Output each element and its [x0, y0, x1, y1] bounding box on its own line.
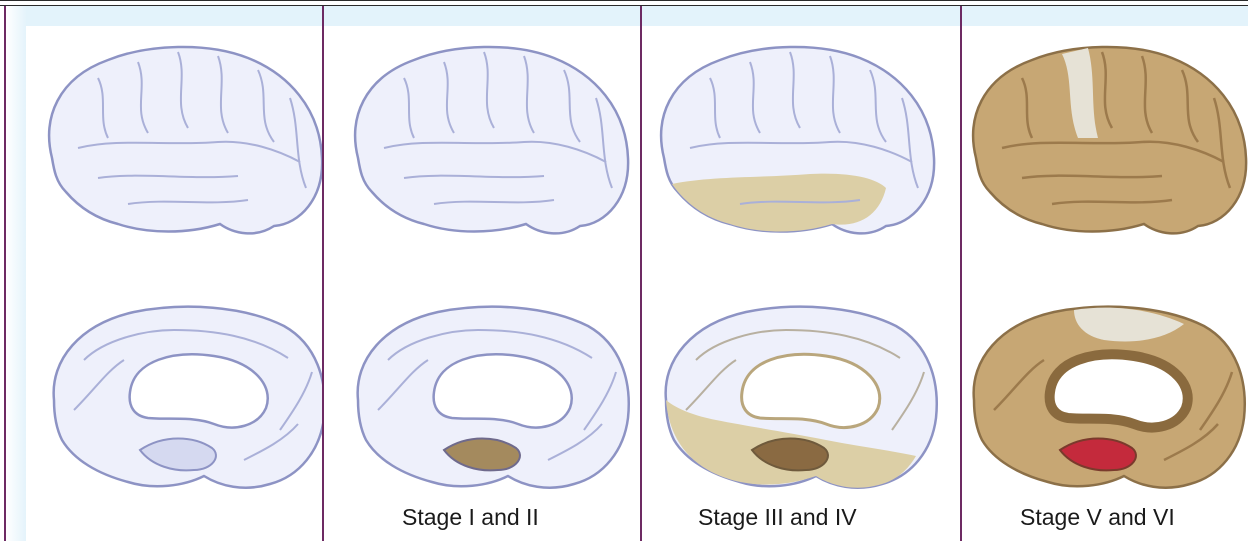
lateral-brain-stage-5-6: [962, 38, 1248, 238]
medial-brain-stage-3-4: [656, 300, 940, 496]
stage-label: Stage III and IV: [698, 504, 857, 531]
medial-brain-control: [44, 300, 322, 496]
panel-stage-5-6: Stage V and VI: [962, 6, 1248, 541]
panel-control: [26, 6, 322, 541]
stage-label: Stage V and VI: [1020, 504, 1175, 531]
panel-header-band: [324, 6, 640, 26]
panel-stage-1-2: Stage I and II: [324, 6, 640, 541]
lateral-brain-control: [38, 38, 322, 238]
left-border: [0, 6, 26, 541]
lateral-brain-stage-3-4: [650, 38, 936, 238]
panel-header-band: [26, 6, 322, 26]
panel-header-band: [642, 6, 960, 26]
panel-header-band: [962, 6, 1248, 26]
panel-stage-3-4: Stage III and IV: [642, 6, 960, 541]
stage-label: Stage I and II: [402, 504, 539, 531]
medial-brain-stage-1-2: [348, 300, 632, 496]
left-border-shade: [6, 6, 26, 541]
medial-brain-stage-5-6: [964, 300, 1248, 496]
lateral-brain-stage-1-2: [344, 38, 630, 238]
